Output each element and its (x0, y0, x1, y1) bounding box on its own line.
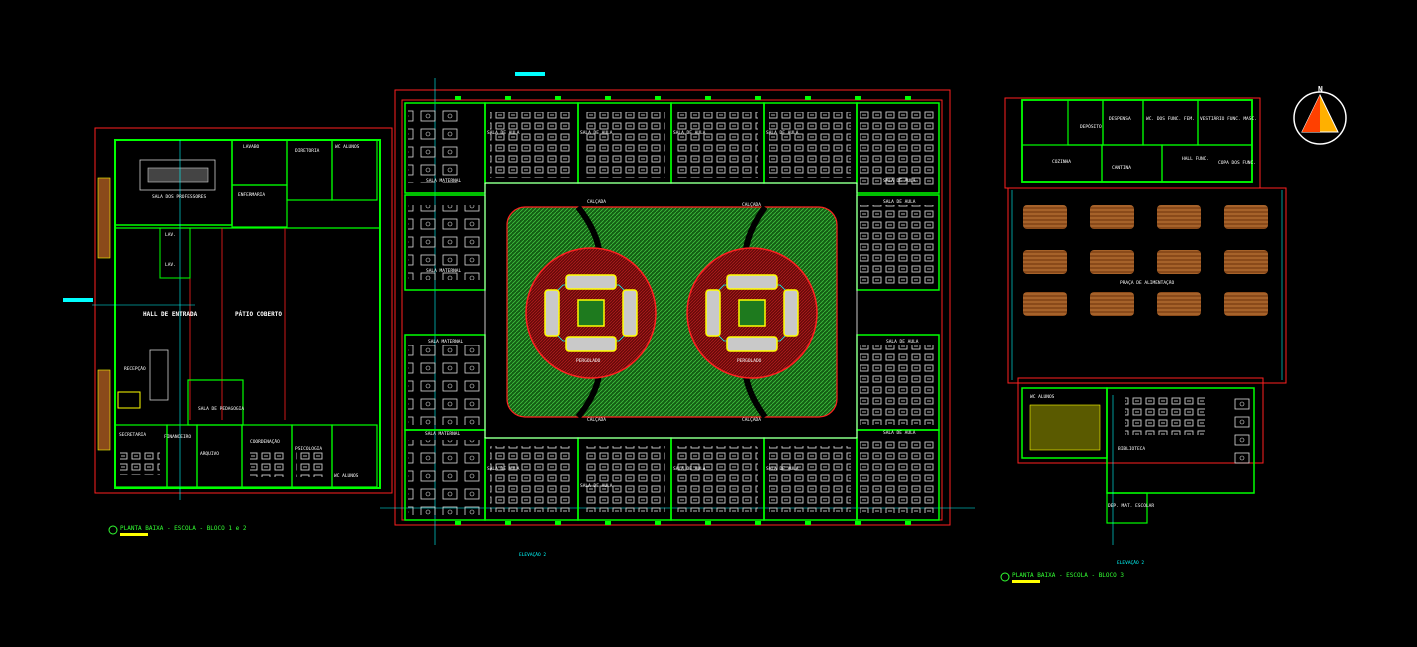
block-1-labels: SALA DOS PROFESSORES LAVABO DIRETORIA EN… (108, 144, 360, 536)
room-sala-aula-r1: SALA DE AULA (883, 178, 916, 184)
room-wc-alunos-b3: WC ALUNOS (1030, 394, 1055, 400)
room-sala-professores: SALA DOS PROFESSORES (152, 194, 206, 200)
block-3-labels: DEPÓSITO DESPENSA WC. DOS FUNC. FEM. VES… (1000, 115, 1257, 583)
pergolado-left-graphic (525, 247, 657, 379)
room-cantina: CANTINA (1112, 165, 1131, 171)
room-psicologia: PSICOLOGIA (295, 446, 322, 452)
label-calcada-3: CALÇADA (587, 417, 606, 423)
room-hall-entrada: HALL DE ENTRADA (143, 311, 198, 318)
room-sala-maternal-ml: SALA MATERNAL (426, 268, 462, 274)
label-calcada-1: CALÇADA (587, 199, 606, 205)
room-sala-aula-t1: SALA DE AULA (487, 130, 520, 136)
room-sala-maternal-bl2: SALA MATERNAL (425, 431, 461, 437)
room-sala-aula-t3: SALA DE AULA (673, 130, 706, 136)
room-financeiro: FINANCEIRO (164, 434, 191, 440)
room-sala-maternal-bl1: SALA MATERNAL (428, 339, 464, 345)
room-deposito: DEPÓSITO (1080, 123, 1102, 130)
room-copa: COPA DOS FUNC. (1218, 160, 1256, 166)
room-sala-aula-b1: SALA DE AULA (487, 466, 520, 472)
block-3-caption: PLANTA BAIXA - ESCOLA - BLOCO 3 (1012, 572, 1124, 579)
room-wc-alunos-top: WC ALUNOS (335, 144, 360, 150)
room-diretoria: DIRETORIA (295, 148, 320, 154)
room-cozinha: COZINHA (1052, 159, 1071, 165)
room-sala-aula-r2: SALA DE AULA (883, 199, 916, 205)
room-biblioteca: BIBLIOTECA (1118, 446, 1145, 452)
room-coordenacao: COORDENAÇÃO (250, 438, 280, 445)
block-2-elevation-label: ELEVAÇÃO 2 (519, 551, 546, 558)
food-court-tables (1023, 205, 1268, 316)
room-sala-aula-b4: SALA DE AULA (766, 466, 799, 472)
block-3-elevation-label: ELEVAÇÃO 2 (1117, 559, 1144, 566)
room-sala-aula-b3: SALA DE AULA (673, 466, 706, 472)
room-lav-2: LAV. (165, 262, 176, 268)
room-dep-material: DEP. MAT. ESCOLAR (1108, 503, 1154, 509)
block-1-plan (63, 127, 393, 500)
label-pergolado-1: PERGOLADO (576, 358, 601, 364)
pergolado-right-graphic (686, 247, 818, 379)
room-secretaria: SECRETARIA (119, 432, 146, 438)
room-sala-aula-r4: SALA DE AULA (883, 430, 916, 436)
room-sala-aula-t2: SALA DE AULA (580, 130, 613, 136)
room-recepcao: RECEPÇÃO (124, 365, 146, 372)
room-lavabo: LAVABO (243, 144, 260, 150)
label-calcada-2: CALÇADA (742, 202, 761, 208)
room-praca-alimentacao: PRAÇA DE ALIMENTAÇÃO (1120, 279, 1174, 286)
room-sala-aula-b2: SALA DE AULA (580, 483, 613, 489)
room-hall-func: HALL FUNC. (1182, 156, 1209, 162)
block-3-plan (1004, 97, 1287, 545)
block-1-caption: PLANTA BAIXA - ESCOLA - BLOCO 1 e 2 (120, 525, 247, 532)
room-despensa: DESPENSA (1109, 116, 1131, 122)
compass-north-label: N (1318, 85, 1323, 94)
room-enfermaria: ENFERMARIA (238, 192, 265, 198)
label-calcada-4: CALÇADA (742, 417, 761, 423)
room-wc-func: WC. DOS FUNC. FEM. (1146, 116, 1195, 122)
room-sala-aula-r3: SALA DE AULA (886, 339, 919, 345)
room-sala-aula-t4: SALA DE AULA (766, 130, 799, 136)
room-sala-pedagogia: SALA DE PEDAGOGIA (198, 406, 244, 412)
block-2-plan (380, 72, 975, 545)
room-lav-1: LAV. (165, 232, 176, 238)
label-pergolado-2: PERGOLADO (737, 358, 762, 364)
room-sala-maternal-tl: SALA MATERNAL (426, 178, 462, 184)
room-vestiario: VESTIÁRIO FUNC. MASC. (1200, 115, 1257, 122)
room-arquivo: ARQUIVO (200, 451, 219, 457)
room-patio-coberto: PÁTIO COBERTO (235, 311, 282, 318)
north-compass: N (1293, 85, 1347, 145)
room-wc-alunos-bottom: WC ALUNOS (334, 473, 359, 479)
block-2-labels: SALA MATERNAL SALA MATERNAL SALA MATERNA… (425, 130, 919, 558)
